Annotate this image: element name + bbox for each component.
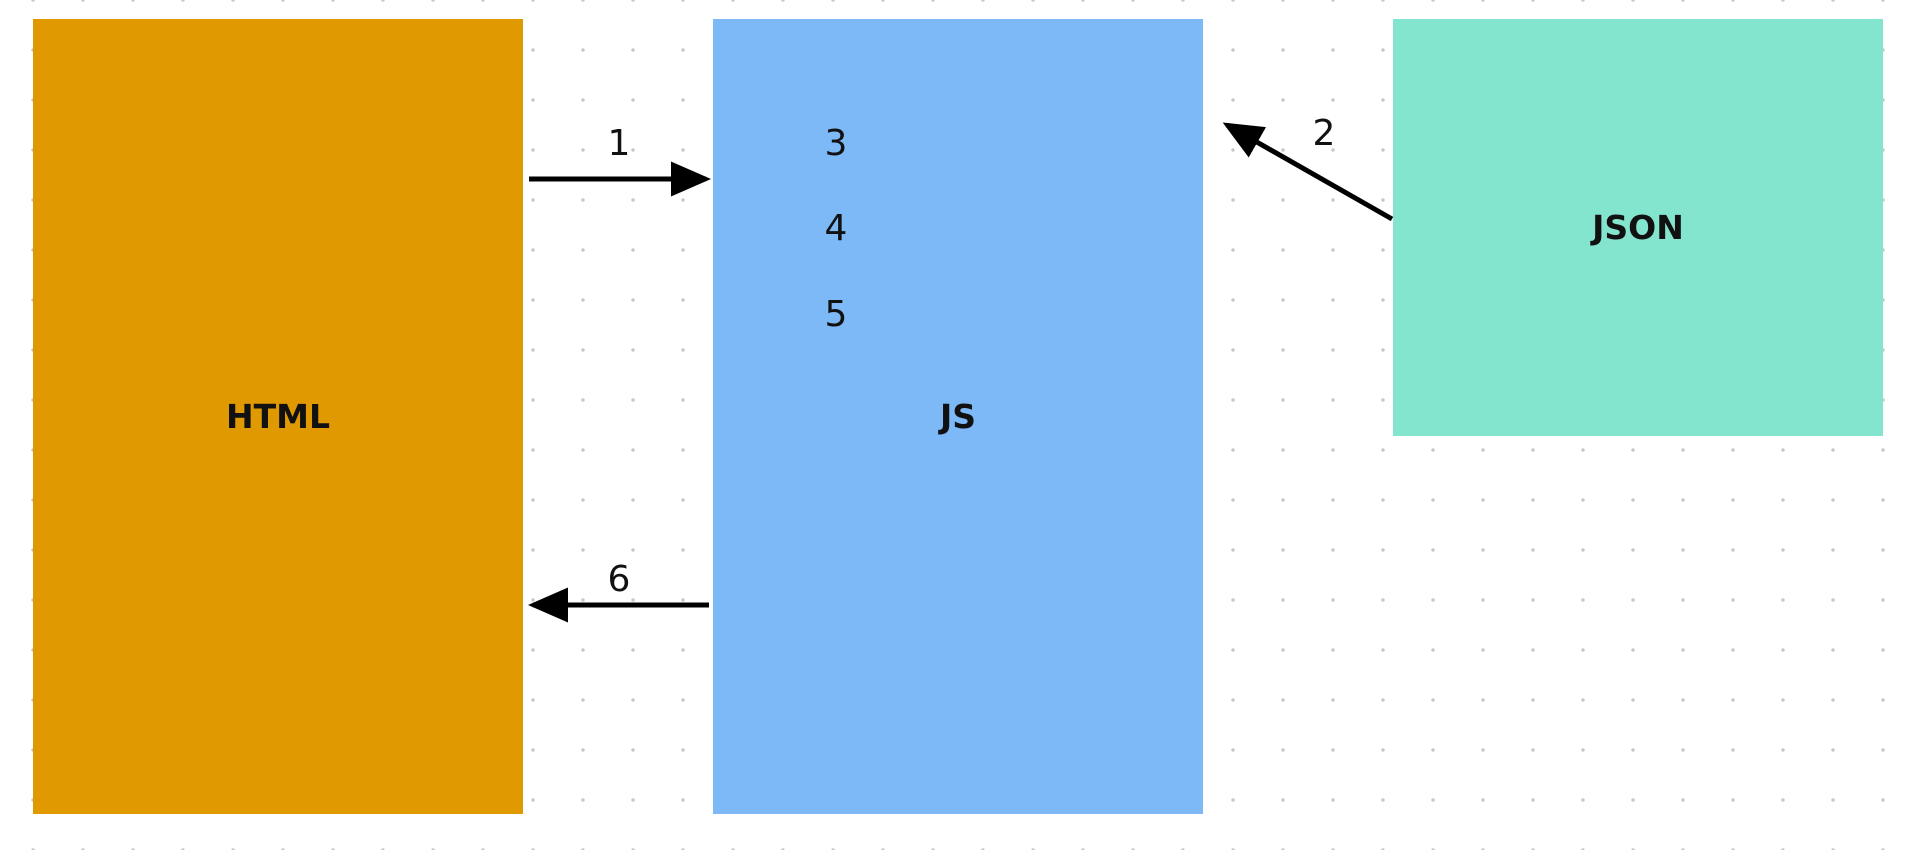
step-3-label: 3 [824, 123, 848, 164]
js-node-label: JS [939, 397, 977, 436]
step-2-label: 2 [1312, 113, 1336, 154]
arrow-json-to-js [1222, 122, 1394, 222]
html-node-label: HTML [226, 397, 330, 436]
step-4-label: 4 [824, 208, 848, 249]
json-node[interactable]: JSON [1393, 19, 1883, 436]
json-node-label: JSON [1592, 208, 1684, 247]
step-5-label: 5 [824, 294, 848, 335]
step-1-label: 1 [607, 123, 631, 164]
step-6-label: 6 [607, 559, 631, 600]
html-node[interactable]: HTML [33, 19, 523, 814]
js-node[interactable]: JS [713, 19, 1203, 814]
